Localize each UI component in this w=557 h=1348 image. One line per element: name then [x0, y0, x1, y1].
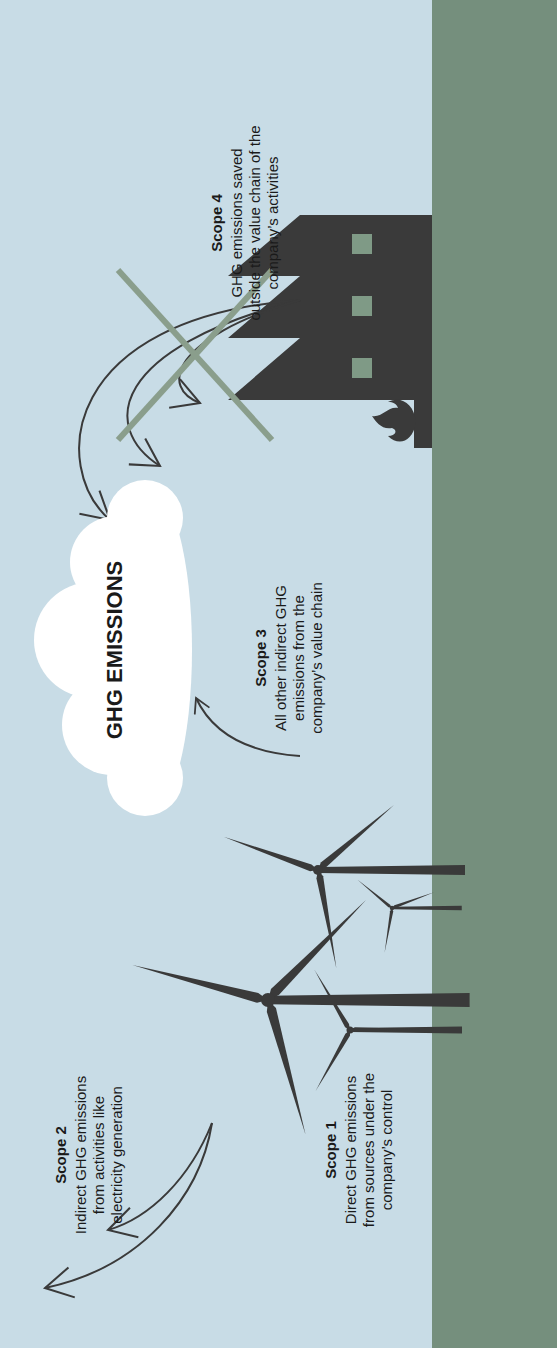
scope-heading: Scope 4: [208, 124, 226, 322]
scope-heading: Scope 3: [252, 566, 270, 751]
scope-description: Direct GHG emissions from sources under …: [342, 1063, 396, 1238]
wind-turbine: [356, 878, 461, 953]
cloud-node: GHG EMISSIONS: [30, 470, 200, 830]
scope-description: Indirect GHG emissions from activities l…: [72, 1065, 126, 1245]
emission-arrows: [45, 300, 300, 1288]
wind-turbine: [131, 897, 469, 1136]
cloud-title: GHG EMISSIONS: [102, 470, 128, 830]
flame-symbol: [372, 400, 416, 442]
wind-turbine: [313, 968, 462, 1092]
scope-description: All other indirect GHG emissions from th…: [272, 566, 326, 751]
wind-turbine: [223, 803, 465, 969]
scope-heading: Scope 2: [52, 1065, 70, 1245]
ground-band: [432, 0, 557, 1348]
scope-description: GHG emissions saved outside the value ch…: [228, 124, 282, 322]
scope-heading: Scope 1: [322, 1063, 340, 1238]
